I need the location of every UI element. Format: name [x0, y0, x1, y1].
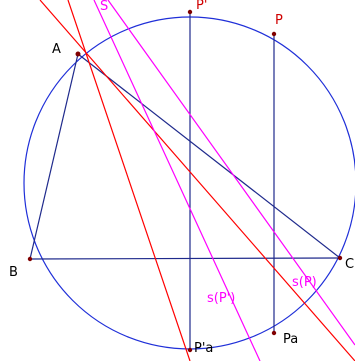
side-bc [29, 257, 341, 260]
label-p-prime: P' [196, 0, 207, 13]
label-b: B [9, 265, 18, 280]
point-p [271, 31, 277, 37]
point-p-prime-a [187, 347, 193, 353]
point-p-prime [187, 9, 193, 15]
red-line-left [67, 0, 191, 361]
simson-line-p-prime [93, 0, 261, 361]
side-ab [29, 53, 79, 260]
point-pa [271, 330, 277, 336]
point-c [337, 255, 343, 261]
label-p: P [275, 13, 283, 28]
label-a: A [52, 42, 61, 57]
label-pa: Pa [283, 332, 298, 347]
label-c: C [345, 257, 354, 272]
point-a [75, 51, 81, 57]
label-simson-p: s(P) [292, 275, 317, 290]
simson-line-p [107, 0, 355, 346]
points [27, 9, 343, 353]
label-simson-p-prime: s(P') [207, 291, 235, 306]
red-line-to-pa [39, 0, 355, 361]
label-p-prime-a: P'a [194, 341, 213, 356]
side-ac [77, 53, 341, 259]
point-b [27, 256, 33, 262]
label-s: S [100, 0, 108, 14]
